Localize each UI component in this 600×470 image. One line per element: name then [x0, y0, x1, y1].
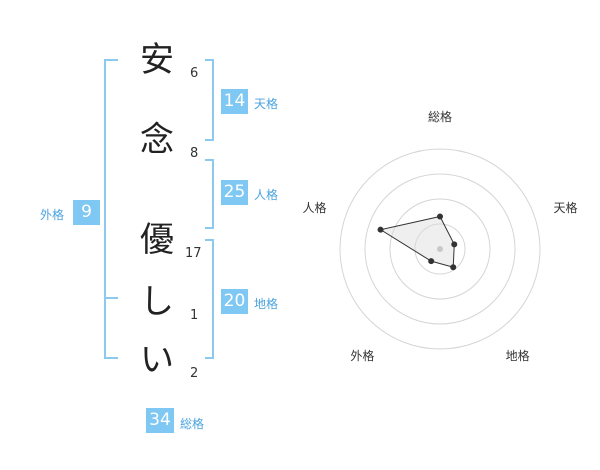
- radar-ring: [339, 148, 541, 350]
- soukaku-label: 総格: [180, 417, 205, 431]
- radar-point: [451, 241, 458, 248]
- tenkaku-label: 天格: [254, 97, 279, 111]
- radar-ring: [364, 173, 516, 325]
- radar-point: [450, 264, 457, 271]
- stroke-count-1: 6: [190, 66, 199, 81]
- soukaku-badge: 34: [146, 408, 174, 433]
- stroke-count-5: 2: [190, 366, 199, 381]
- radar-point: [428, 258, 435, 265]
- name-char-5: い: [140, 340, 174, 380]
- radar-point: [377, 226, 384, 233]
- radar-point: [437, 213, 443, 220]
- radar-axis-label: 外格: [350, 348, 374, 363]
- radar-center: [437, 246, 443, 252]
- radar-axis-label: 人格: [302, 200, 326, 215]
- name-char-3: 優: [140, 220, 174, 260]
- jinkaku-label: 人格: [254, 188, 279, 202]
- radar-axis-label: 総格: [428, 109, 452, 124]
- jinkaku-bracket: [205, 159, 214, 229]
- tenkaku-badge: 14: [221, 89, 248, 114]
- radar-ring: [389, 198, 491, 300]
- name-char-1: 安: [140, 40, 174, 80]
- stroke-count-4: 1: [190, 308, 199, 323]
- chikaku-label: 地格: [254, 297, 279, 311]
- gaikaku-bracket: [104, 59, 118, 359]
- chikaku-bracket: [205, 239, 214, 359]
- radar-axis-label: 天格: [554, 200, 578, 215]
- name-char-2: 念: [140, 120, 174, 160]
- stroke-count-3: 17: [185, 246, 202, 261]
- radar-series-polygon: [379, 215, 455, 268]
- tenkaku-bracket: [205, 59, 214, 141]
- jinkaku-badge: 25: [221, 180, 248, 205]
- radar-axis-label: 地格: [506, 348, 530, 363]
- gaikaku-label: 外格: [40, 208, 65, 222]
- name-char-4: し: [140, 282, 174, 322]
- gaikaku-badge: 9: [73, 200, 100, 225]
- stroke-count-2: 8: [190, 146, 199, 161]
- radar-ring: [414, 223, 466, 275]
- chikaku-badge: 20: [221, 289, 248, 314]
